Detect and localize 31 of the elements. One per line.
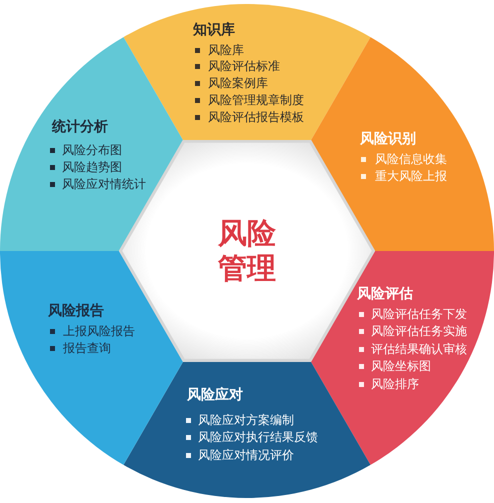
item-text: 风险应对情况评价 xyxy=(198,448,294,462)
segment-title: 风险评估 xyxy=(357,286,413,302)
segment-title: 风险识别 xyxy=(360,131,416,147)
item-text: 风险库 xyxy=(208,42,244,58)
item-text: 重大风险上报 xyxy=(375,168,447,184)
item-text: 风险趋势图 xyxy=(62,160,122,174)
item-text: 风险分布图 xyxy=(62,142,122,158)
item-text: 风险信息收集 xyxy=(375,152,447,166)
ring-segment xyxy=(0,250,183,465)
segment-title: 统计分析 xyxy=(52,119,108,135)
item-text: 风险评估标准 xyxy=(208,59,280,74)
ring-segment xyxy=(311,37,494,251)
ring-segment xyxy=(0,37,184,251)
item-text: 报告查询 xyxy=(63,340,111,356)
center-title: 风险管理 xyxy=(216,216,277,286)
item-text: 风险应对方案编制 xyxy=(198,412,294,428)
segment-title: 知识库 xyxy=(193,22,235,38)
item-text: 风险应对情统计 xyxy=(62,176,146,192)
item-text: 上报风险报告 xyxy=(63,324,135,338)
ring-segment xyxy=(123,361,371,498)
item-text: 风险坐标图 xyxy=(371,359,431,374)
item-text: 评估结果确认审核 xyxy=(371,342,467,356)
segment-title: 风险报告 xyxy=(48,303,104,319)
segment-title: 风险应对 xyxy=(187,387,243,403)
item-text: 风险管理规章制度 xyxy=(208,92,304,108)
item-text: 风险应对执行结果反馈 xyxy=(198,430,318,445)
item-text: 风险案例库 xyxy=(208,76,268,92)
item-text: 风险排序 xyxy=(371,376,419,392)
item-text: 风险评估报告模板 xyxy=(208,110,304,125)
item-text: 风险评估任务实施 xyxy=(371,324,467,339)
item-text: 风险评估任务下发 xyxy=(371,306,467,322)
